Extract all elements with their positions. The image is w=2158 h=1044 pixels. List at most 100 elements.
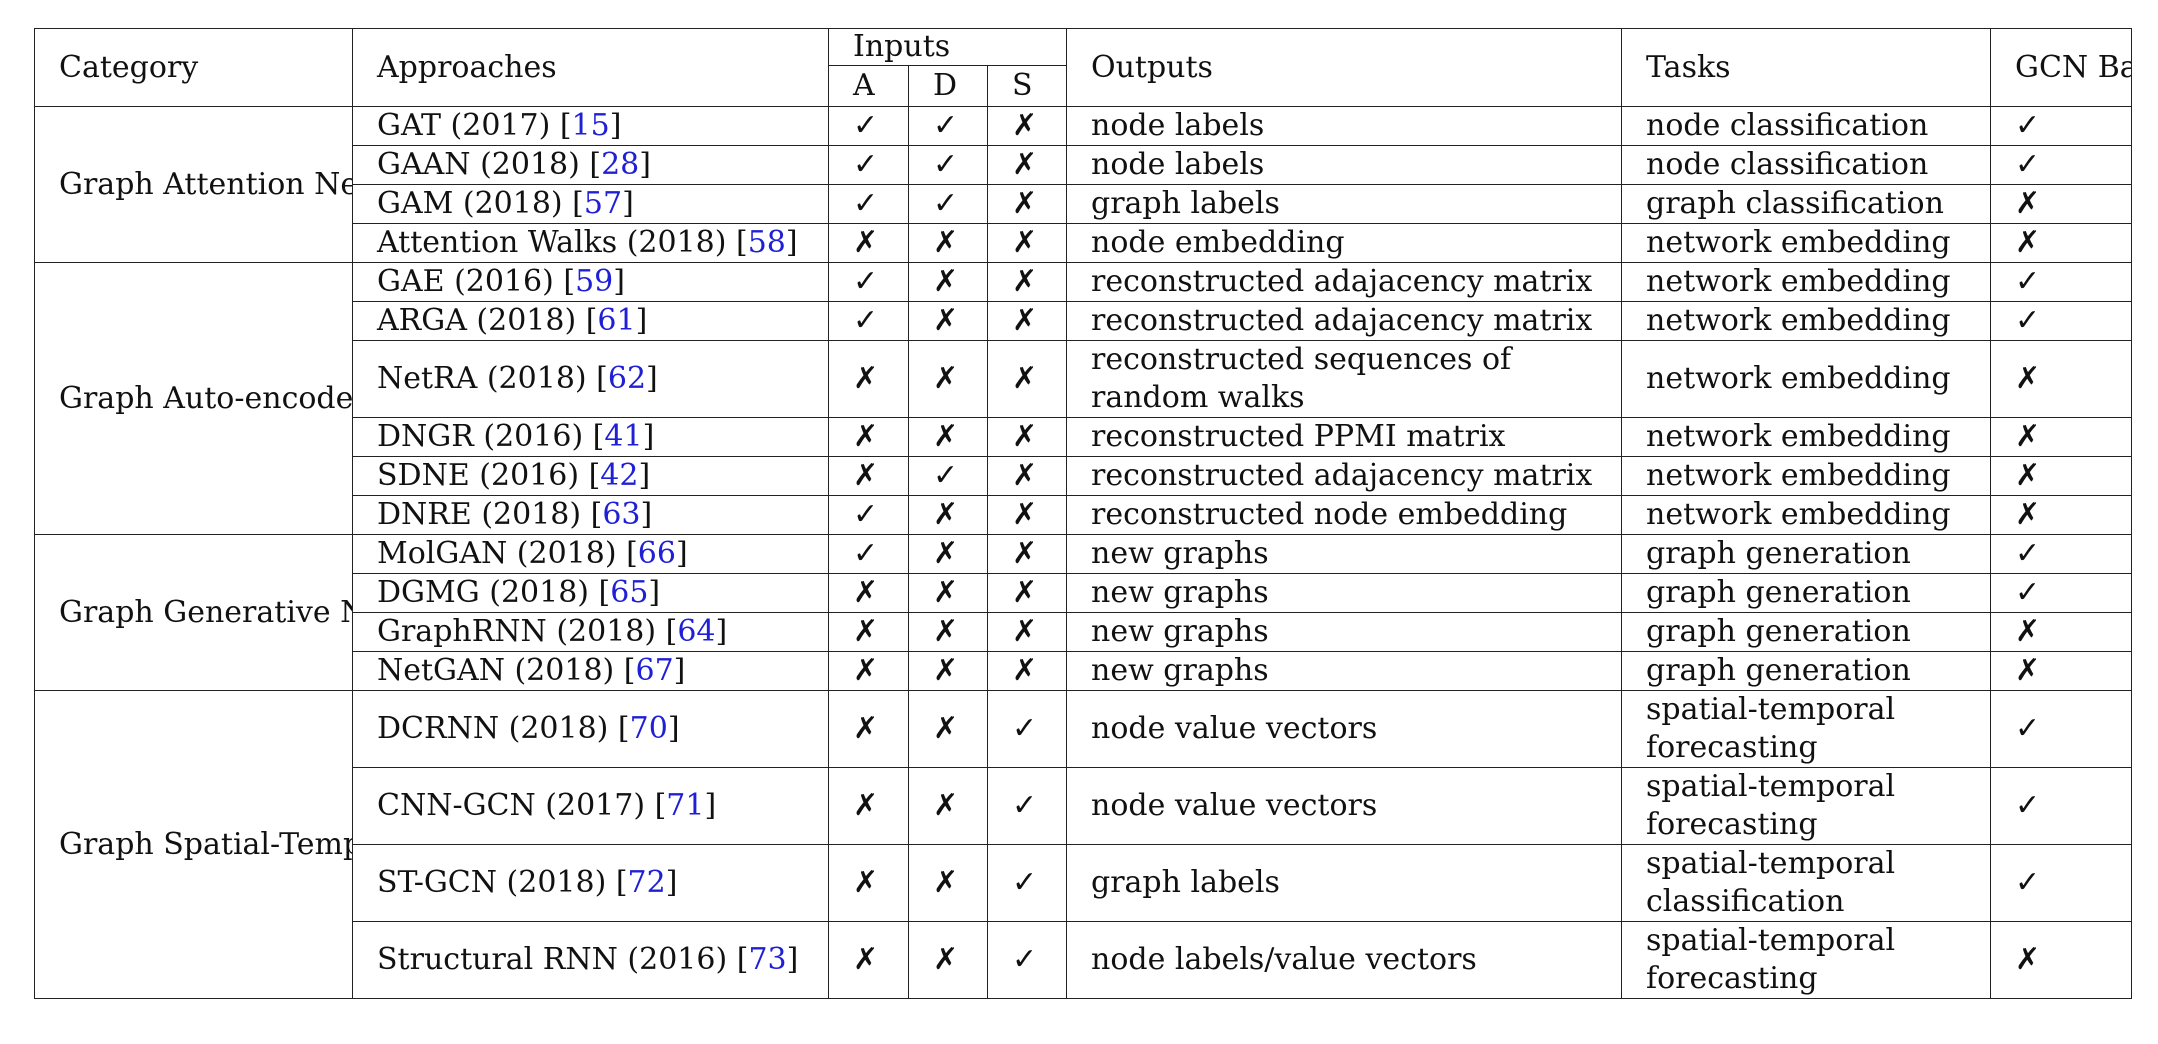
category-cell: Graph Spatial-Temporal Networks — [34, 690, 353, 999]
input-a-mark: ✗ — [828, 612, 909, 652]
citation-link[interactable]: 63 — [602, 497, 641, 532]
citation-link[interactable]: 64 — [677, 614, 716, 649]
gcn-based-mark: ✓ — [1990, 262, 2132, 302]
table-row: Structural RNN (2016) [73]✗✗✓node labels… — [35, 921, 2132, 999]
outputs-cell: reconstructed adajacency matrix — [1066, 456, 1622, 496]
approach-cell: ARGA (2018) [61] — [352, 301, 829, 341]
tasks-cell: network embedding — [1621, 340, 1991, 418]
approach-cell: GAAN (2018) [28] — [352, 145, 829, 185]
citation-link[interactable]: 15 — [571, 108, 610, 143]
approach-bracket: ] — [786, 942, 799, 977]
input-d-mark: ✗ — [908, 612, 988, 652]
outputs-cell: node labels/value vectors — [1066, 921, 1622, 999]
table-row: DNGR (2016) [41]✗✗✗reconstructed PPMI ma… — [35, 417, 2132, 457]
input-a-mark: ✗ — [828, 921, 909, 999]
input-s-mark: ✗ — [987, 223, 1067, 263]
tasks-cell: graph generation — [1621, 534, 1991, 574]
citation-link[interactable]: 73 — [748, 942, 787, 977]
gcn-based-mark: ✓ — [1990, 301, 2132, 341]
input-s-mark: ✗ — [987, 340, 1067, 418]
input-d-mark: ✗ — [908, 534, 988, 574]
citation-link[interactable]: 28 — [601, 147, 640, 182]
citation-link[interactable]: 66 — [637, 536, 676, 571]
citation-link[interactable]: 61 — [597, 303, 636, 338]
citation-link[interactable]: 65 — [610, 575, 649, 610]
citation-link[interactable]: 41 — [604, 419, 643, 454]
input-d-mark: ✓ — [908, 184, 988, 224]
input-s-mark: ✗ — [987, 612, 1067, 652]
approach-bracket: ] — [622, 186, 634, 221]
outputs-cell: reconstructed node embedding — [1066, 495, 1622, 535]
outputs-cell: reconstructed adajacency matrix — [1066, 301, 1622, 341]
input-a-mark: ✗ — [828, 340, 909, 418]
approach-bracket: ] — [639, 147, 651, 182]
input-s-mark: ✗ — [987, 262, 1067, 302]
input-s-mark: ✓ — [987, 921, 1067, 999]
approach-bracket: ] — [785, 225, 798, 260]
gcn-based-mark: ✗ — [1990, 223, 2132, 263]
input-d-mark: ✗ — [908, 417, 988, 457]
approach-bracket: ] — [665, 865, 678, 900]
input-a-mark: ✗ — [828, 767, 909, 845]
gcn-based-mark: ✗ — [1990, 651, 2132, 691]
tasks-cell: spatial-temporal forecasting — [1621, 921, 1991, 999]
outputs-cell: node value vectors — [1066, 690, 1622, 768]
approach-cell: SDNE (2016) [42] — [352, 456, 829, 496]
input-a-mark: ✗ — [828, 690, 909, 768]
category-cell: Graph Auto-encoder — [34, 262, 353, 535]
approach-bracket: ] — [667, 711, 680, 746]
approach-bracket: ] — [642, 419, 655, 454]
citation-link[interactable]: 67 — [635, 653, 674, 688]
approach-bracket: ] — [648, 575, 661, 610]
citation-link[interactable]: 62 — [607, 361, 647, 396]
tasks-cell: graph classification — [1621, 184, 1991, 224]
approach-name: GraphRNN (2018) [ — [377, 614, 678, 649]
survey-table: Category Approaches Inputs Outputs Tasks… — [34, 28, 2132, 999]
tasks-cell: spatial-temporal classification — [1621, 844, 1991, 922]
gcn-based-mark: ✗ — [1990, 456, 2132, 496]
approach-bracket: ] — [638, 458, 651, 493]
citation-link[interactable]: 59 — [575, 264, 614, 299]
input-a-mark: ✓ — [828, 495, 909, 535]
table-row: Attention Walks (2018) [58]✗✗✗node embed… — [35, 223, 2132, 263]
header-inputs: Inputs — [828, 28, 1067, 66]
approach-cell: Structural RNN (2016) [73] — [352, 921, 829, 999]
approach-bracket: ] — [646, 361, 658, 396]
input-a-mark: ✓ — [828, 262, 909, 302]
input-d-mark: ✗ — [908, 495, 988, 535]
outputs-cell: new graphs — [1066, 573, 1622, 613]
tasks-cell: network embedding — [1621, 417, 1991, 457]
citation-link[interactable]: 70 — [629, 711, 668, 746]
input-s-mark: ✗ — [987, 651, 1067, 691]
input-d-mark: ✗ — [908, 573, 988, 613]
gcn-based-mark: ✓ — [1990, 690, 2132, 768]
citation-link[interactable]: 58 — [747, 225, 786, 260]
input-s-mark: ✗ — [987, 417, 1067, 457]
approach-name: Structural RNN (2016) [ — [377, 942, 749, 977]
citation-link[interactable]: 42 — [600, 458, 639, 493]
citation-link[interactable]: 71 — [666, 788, 705, 823]
input-d-mark: ✗ — [908, 844, 988, 922]
table-row: Graph Spatial-Temporal NetworksDCRNN (20… — [34, 690, 2132, 999]
citation-link[interactable]: 57 — [583, 186, 623, 221]
input-a-mark: ✗ — [828, 456, 909, 496]
approach-cell: GAM (2018) [57] — [352, 184, 829, 224]
tasks-cell: network embedding — [1621, 262, 1991, 302]
citation-link[interactable]: 72 — [627, 865, 666, 900]
tasks-cell: graph generation — [1621, 651, 1991, 691]
table-row: NetRA (2018) [62]✗✗✗reconstructed sequen… — [35, 340, 2132, 418]
approach-cell: GAE (2016) [59] — [352, 262, 829, 302]
tasks-cell: graph generation — [1621, 573, 1991, 613]
category-cell: Graph Generative Networks — [34, 534, 353, 691]
gcn-based-mark: ✓ — [1990, 844, 2132, 922]
gcn-based-mark: ✓ — [1990, 573, 2132, 613]
input-d-mark: ✗ — [908, 921, 988, 999]
tasks-cell: network embedding — [1621, 223, 1991, 263]
gcn-based-mark: ✗ — [1990, 495, 2132, 535]
tasks-cell: node classification — [1621, 145, 1991, 185]
approach-name: NetGAN (2018) [ — [377, 653, 636, 688]
input-s-mark: ✗ — [987, 534, 1067, 574]
